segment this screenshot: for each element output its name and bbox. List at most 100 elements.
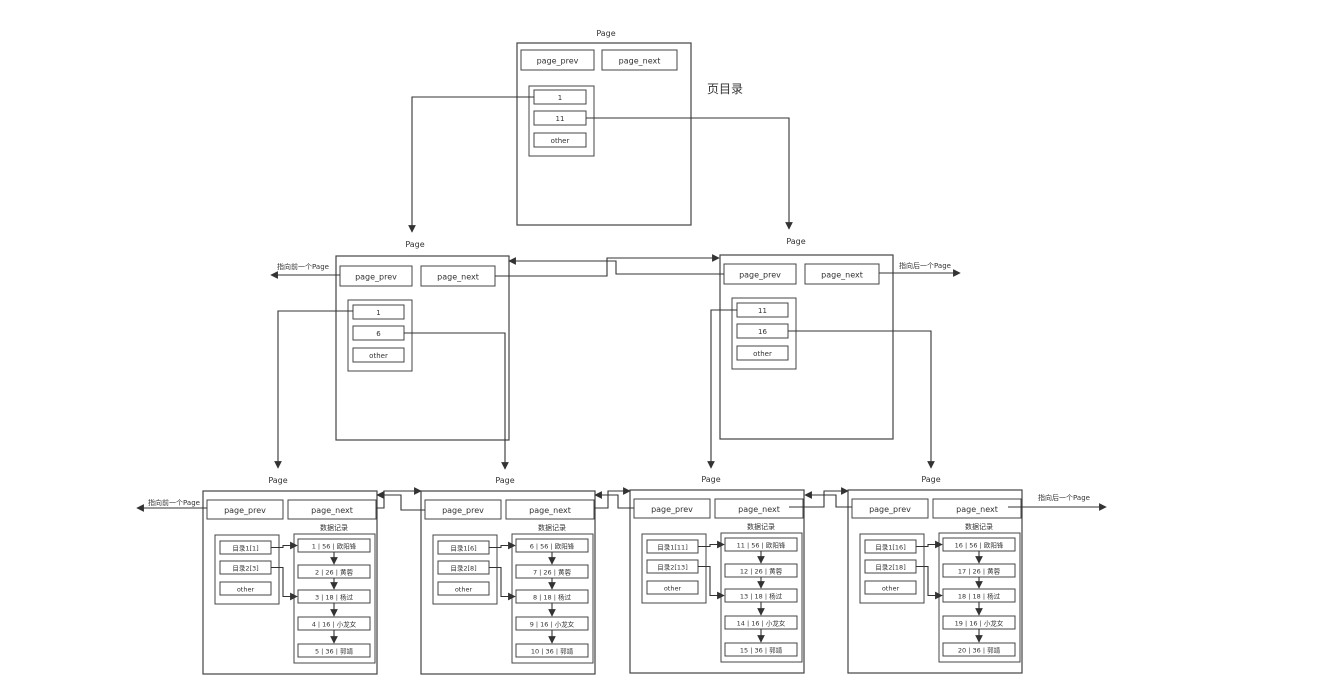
leaf-0-record-3: 4 | 16 | 小龙女	[312, 620, 357, 629]
leaf-2-dir-entry-0: 目录1[11]	[657, 544, 687, 552]
mid-1-entry-1: 16	[758, 328, 767, 336]
mid-0-entry-box-0	[352, 304, 405, 320]
leaf-page-0-prev-label: page_prev	[224, 506, 266, 515]
leaf-2-next-arrow	[789, 487, 849, 508]
leaf-page-1: Page page_prev page_next 目录1[6] 目录2[8] other 数…	[420, 476, 596, 675]
leaf-page-2-next-label: page_next	[738, 505, 780, 514]
leaf-1-record-4: 10 | 36 | 郭靖	[531, 647, 574, 656]
mid-page-0-next-label: page_next	[437, 273, 479, 282]
leaf-1-dir-entry-1: 目录2[8]	[450, 565, 476, 573]
leaf-page-3-next-box	[932, 498, 1022, 519]
leaf-0-dir-box-2	[219, 581, 272, 596]
page-directory-label: 页目录	[707, 82, 743, 96]
root-page-next-box	[601, 49, 678, 71]
leaf-0-record-0: 1 | 56 | 欧阳锋	[312, 542, 357, 551]
leaf-2-prev-arrow	[594, 491, 634, 509]
leaf-page-0-next-box	[287, 499, 377, 520]
leaf-page-1-label: Page	[495, 476, 514, 485]
leaf-page-3: Page page_prev page_next 目录1[16] 目录2[18] othe…	[847, 475, 1023, 674]
leaf-0-dir-entry-0: 目录1[1]	[232, 545, 258, 553]
leaf-2-record-2: 13 | 18 | 杨过	[740, 592, 783, 601]
leaf-3-record-4: 20 | 36 | 郭靖	[958, 646, 1001, 655]
leaf-0-next-arrow	[376, 487, 422, 509]
leaf-page-3-prev-label: page_prev	[869, 505, 911, 514]
mid-page-1: Page page_prev page_next 11 16 other	[719, 237, 894, 440]
leaf-3-record-3: 19 | 16 | 小龙女	[955, 619, 1004, 628]
leaf-3-dir-box-2	[864, 580, 917, 595]
leaf-page-2-label: Page	[701, 475, 720, 484]
leaf-1-record-0: 6 | 56 | 欧阳锋	[530, 542, 575, 551]
leaf-0-dir-entry-2: other	[237, 586, 255, 594]
root-page: Page page_prev page_next 1 11 other 页目录	[516, 29, 743, 226]
mid-page-0-label: Page	[405, 240, 424, 249]
leaf-page-0-label: Page	[268, 476, 287, 485]
leaf-3-dir-entry-2: other	[882, 585, 900, 593]
leaf-pages: Page page_prev page_next 目录1[1] 目录2[3] other 数…	[202, 475, 1023, 675]
leaf-page-0-next-label: page_next	[311, 506, 353, 515]
leaf-page-3-records-label: 数据记录	[965, 522, 993, 531]
root-to-mid-0-arrow	[408, 96, 534, 233]
leaf-1-prev-arrow	[376, 491, 425, 511]
leaf-1-dir-entry-2: other	[455, 586, 473, 594]
leaf-2-record-0: 11 | 56 | 欧阳锋	[737, 541, 786, 550]
mid-1-entry-2: other	[753, 350, 772, 358]
mid-1-to-leaf-3-arrow	[788, 330, 935, 469]
leaf-2-record-3: 14 | 16 | 小龙女	[737, 619, 786, 628]
leaf-3-record-2: 18 | 18 | 杨过	[958, 592, 1001, 601]
leaf-2-dir-0-pointer	[698, 540, 725, 549]
leaf-2-record-box-4	[724, 642, 798, 657]
mid-1-prev-arrow	[508, 257, 724, 275]
leaf-3-dir-1-pointer	[916, 565, 943, 600]
root-entry-0: 1	[558, 94, 562, 102]
root-to-mid-1-arrow	[586, 117, 793, 230]
leaf-2-dir-entry-1: 目录2[13]	[657, 564, 687, 572]
leaf-0-prev-pointer-label: 指向前一个Page	[148, 498, 200, 507]
mid-page-0-prev-label: page_prev	[355, 273, 397, 282]
root-entry-1: 11	[556, 115, 565, 123]
leaf-page-3-next-label: page_next	[956, 505, 998, 514]
leaf-3-next-pointer-label: 指向后一个Page	[1038, 493, 1090, 502]
leaf-page-3-label: Page	[921, 475, 940, 484]
mid-page-1-label: Page	[786, 237, 805, 246]
mid-1-next-pointer-label: 指向后一个Page	[899, 261, 951, 270]
mid-page-1-next-box	[804, 263, 880, 285]
leaf-page-1-prev-label: page_prev	[442, 506, 484, 515]
leaf-3-record-0: 16 | 56 | 欧阳锋	[955, 541, 1004, 550]
leaf-1-record-1: 7 | 26 | 黄蓉	[533, 568, 572, 577]
mid-1-entry-box-2	[736, 345, 789, 361]
root-entry-box-2	[533, 132, 587, 148]
connectors: 指向前一个Page 指向后一个Page 指向前一个Page 指向后一个Page	[136, 96, 1107, 512]
leaf-0-record-2: 3 | 18 | 杨过	[315, 593, 354, 602]
mid-page-1-next-label: page_next	[821, 271, 863, 280]
mid-0-to-leaf-0-arrow	[274, 310, 353, 469]
mid-0-entry-1: 6	[376, 330, 381, 338]
leaf-page-1-records-label: 数据记录	[538, 523, 566, 532]
root-page-prev-box	[520, 49, 595, 71]
leaf-1-record-3: 9 | 16 | 小龙女	[530, 620, 575, 629]
leaf-1-dir-entry-0: 目录1[6]	[450, 545, 476, 553]
root-page-next-label: page_next	[619, 57, 661, 66]
leaf-1-dir-0-pointer	[489, 541, 516, 550]
mid-1-entry-0: 11	[758, 307, 767, 315]
leaf-1-record-box-4	[515, 643, 589, 658]
leaf-page-1-next-label: page_next	[529, 506, 571, 515]
root-page-prev-label: page_prev	[537, 57, 579, 66]
leaf-0-dir-1-pointer	[271, 566, 298, 601]
leaf-3-dir-entry-0: 目录1[16]	[875, 544, 905, 552]
leaf-3-dir-0-pointer	[916, 540, 943, 549]
mid-page-0: Page page_prev page_next 1 6 other	[335, 240, 510, 441]
leaf-2-record-1: 12 | 26 | 黄蓉	[740, 567, 783, 576]
leaf-3-dir-entry-1: 目录2[18]	[875, 564, 905, 572]
mid-0-entry-0: 1	[376, 309, 380, 317]
leaf-1-record-2: 8 | 18 | 杨过	[533, 593, 572, 602]
leaf-0-record-box-4	[297, 643, 371, 658]
leaf-page-0-prev-box	[206, 499, 284, 520]
root-entry-2: other	[551, 137, 570, 145]
leaf-0-dir-0-pointer	[271, 541, 298, 550]
mid-0-entry-2: other	[369, 352, 388, 360]
leaf-page-2-records-label: 数据记录	[747, 522, 775, 531]
leaf-0-dir-entry-1: 目录2[3]	[232, 565, 258, 573]
